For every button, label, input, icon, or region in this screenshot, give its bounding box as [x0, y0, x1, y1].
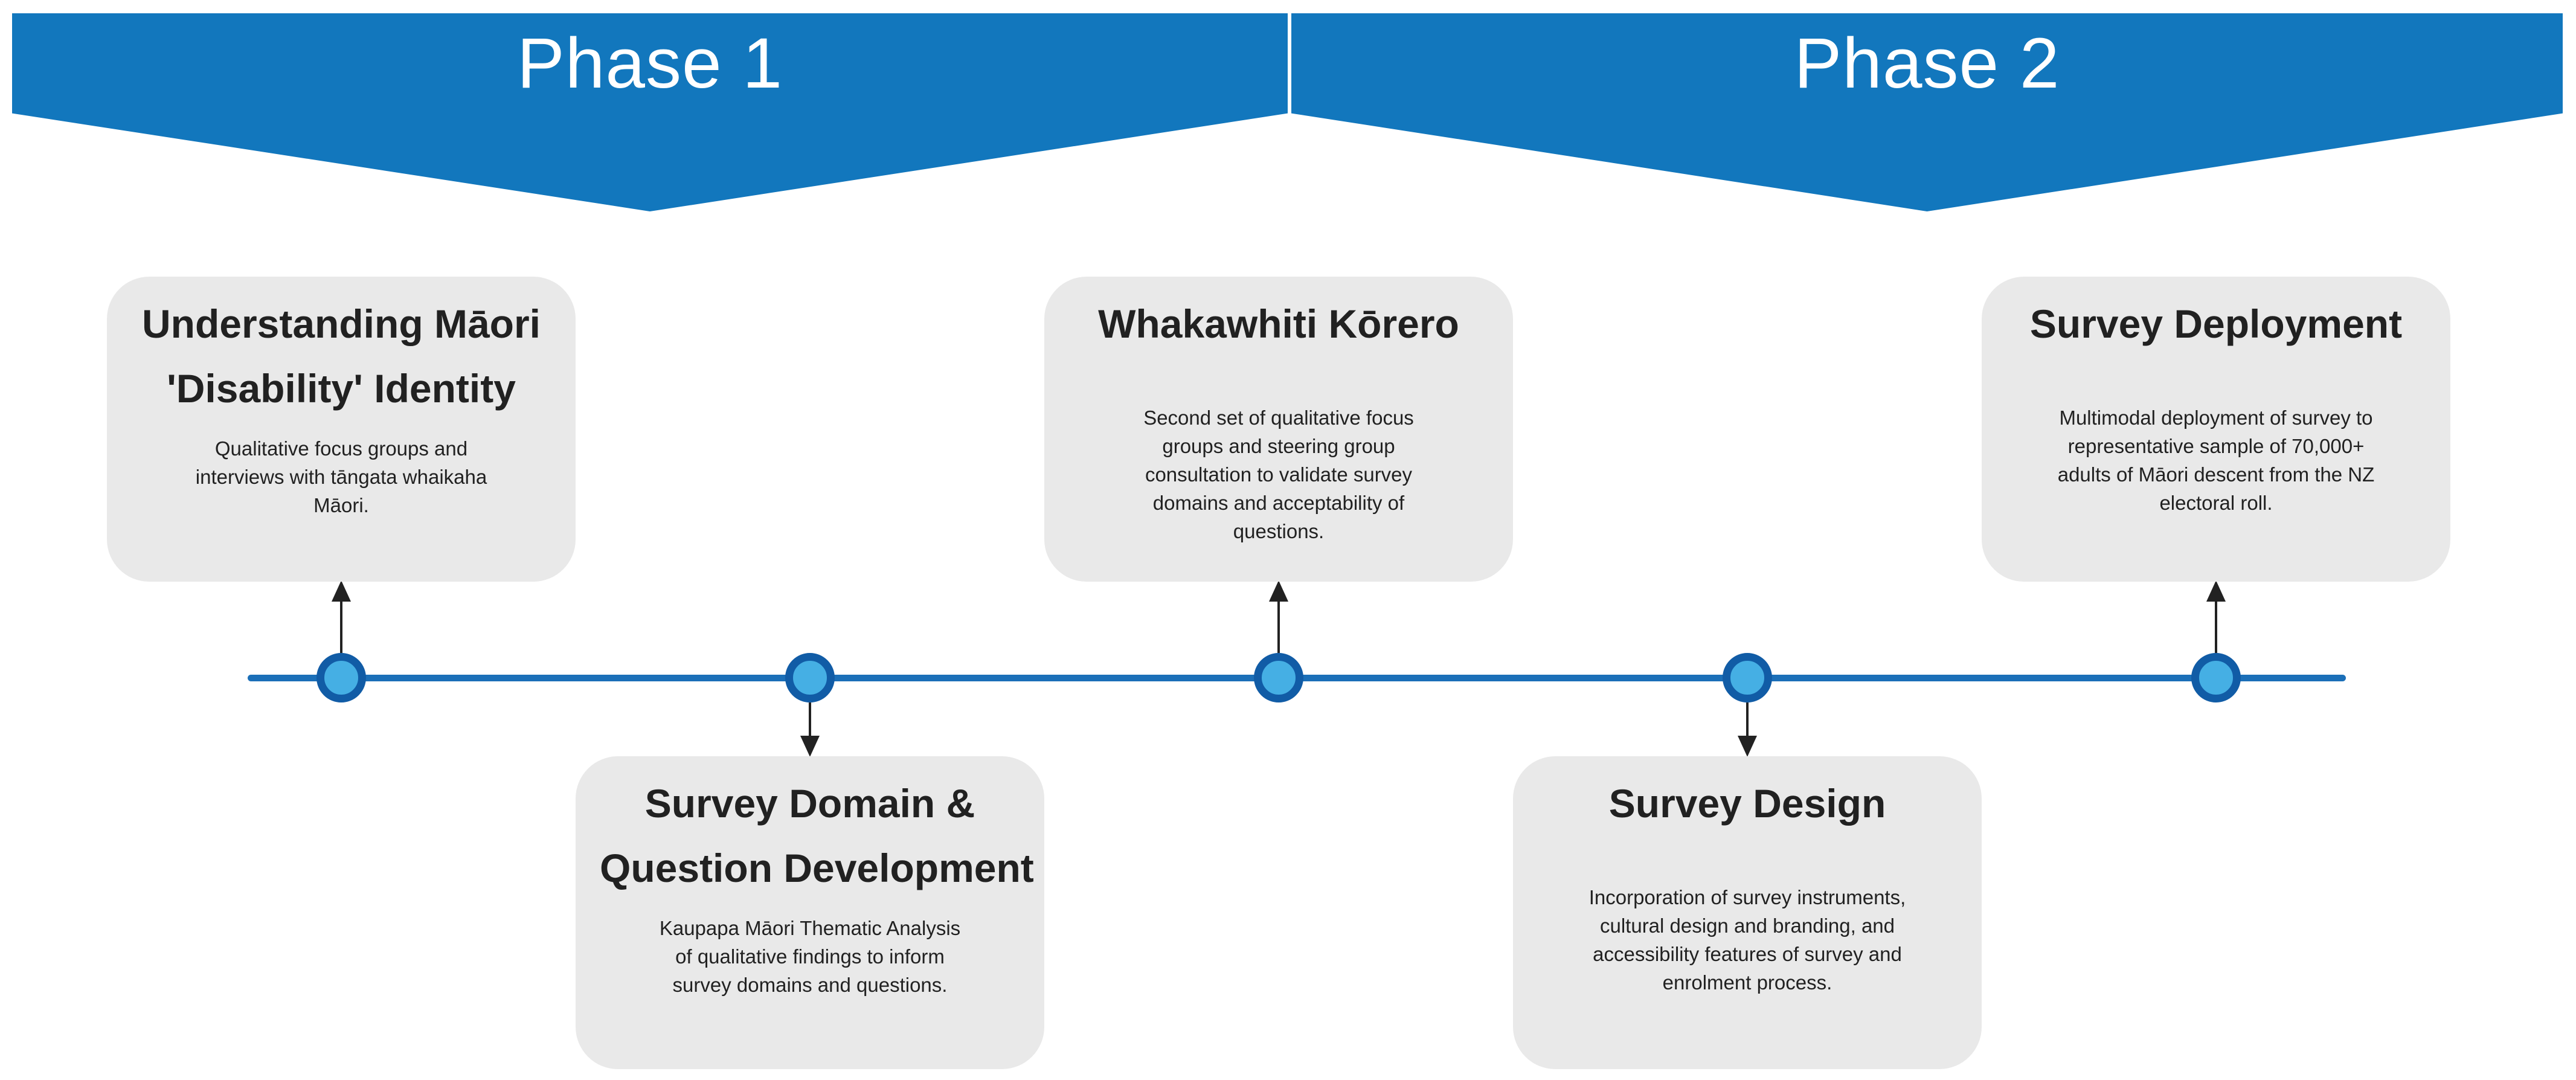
connector-shaft [2215, 602, 2217, 653]
connector-shaft [1277, 602, 1280, 653]
timeline-node-5 [2191, 653, 2241, 702]
milestone-title: Whakawhiti Kōrero [1098, 301, 1459, 346]
phase-2-banner: Phase 2 [1291, 13, 2563, 211]
milestone-card-survey-deployment: Survey Deployment Multimodal deployment … [1982, 277, 2450, 582]
milestone-title: Survey Domain & Question Development [600, 781, 1034, 890]
milestone-body: Qualitative focus groups and interviews … [195, 437, 487, 516]
arrow-up-icon [332, 580, 351, 602]
milestone-title: Understanding Māori 'Disability' Identit… [141, 301, 541, 411]
milestone-title: Survey Design [1608, 781, 1886, 826]
milestone-title: Survey Deployment [2029, 301, 2403, 346]
arrow-down-icon [800, 736, 820, 757]
phase-2-label: Phase 2 [1794, 24, 2060, 103]
arrow-up-icon [2206, 580, 2226, 602]
connector-shaft [809, 702, 811, 736]
connector-shaft [340, 602, 342, 653]
phase-1-label: Phase 1 [517, 24, 783, 103]
milestone-card-understanding-maori-disability-identity: Understanding Māori 'Disability' Identit… [107, 277, 576, 582]
arrow-down-icon [1738, 736, 1757, 757]
milestone-card-survey-design: Survey Design Incorporation of survey in… [1513, 756, 1982, 1069]
arrow-up-icon [1269, 580, 1288, 602]
milestone-body: Incorporation of survey instruments, cul… [1588, 886, 1906, 994]
milestone-body: Second set of qualitative focus groups a… [1143, 407, 1414, 542]
timeline-node-1 [316, 653, 366, 702]
timeline-node-2 [785, 653, 835, 702]
milestone-card-whakawhiti-korero: Whakawhiti Kōrero Second set of qualitat… [1044, 277, 1513, 582]
timeline-node-4 [1723, 653, 1772, 702]
timeline-node-3 [1254, 653, 1303, 702]
connector-shaft [1746, 702, 1749, 736]
milestone-body: Kaupapa Māori Thematic Analysis of quali… [659, 917, 961, 996]
milestone-card-survey-domain-question-development: Survey Domain & Question Development Kau… [576, 756, 1044, 1069]
phase-1-banner: Phase 1 [12, 13, 1288, 211]
milestone-body: Multimodal deployment of survey to repre… [2057, 407, 2375, 514]
